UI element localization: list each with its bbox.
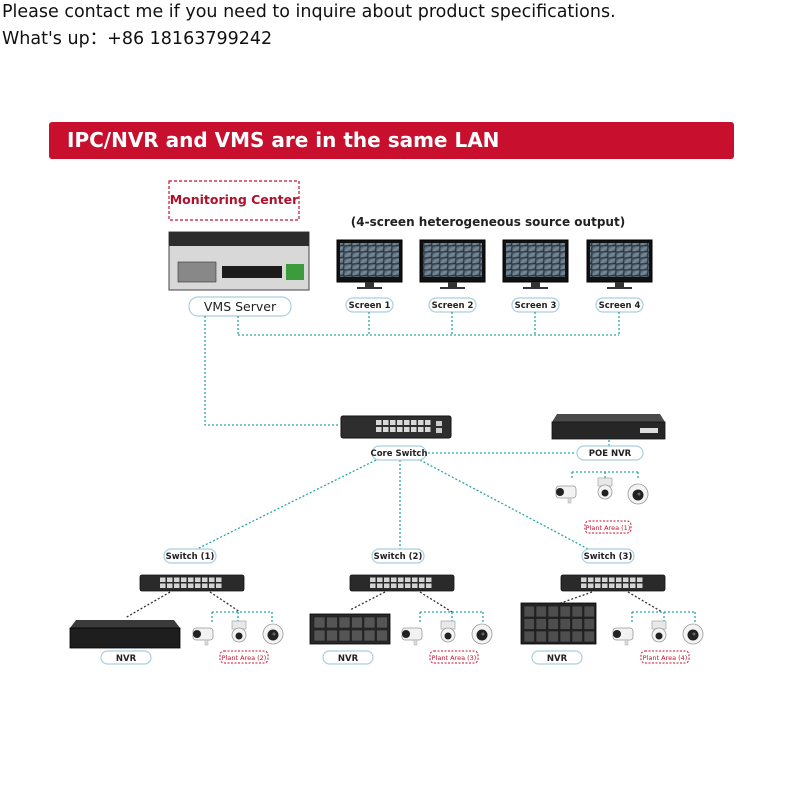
core-switch-label: Core Switch	[370, 449, 427, 459]
switch-2-label: Switch (2)	[374, 552, 423, 562]
nvr-3-device	[520, 602, 597, 645]
plant-area-4-box	[640, 650, 690, 664]
core-switch-device	[340, 415, 452, 439]
nvr-1-pill	[100, 650, 152, 665]
nvr-2-device	[309, 613, 391, 645]
header-line-1: Please contact me if you need to inquire…	[2, 2, 616, 22]
nvr-1-label: NVR	[116, 654, 137, 664]
screen-3-label: Screen 3	[515, 301, 557, 311]
vms-server-pill	[188, 296, 292, 317]
monitoring-center-box	[168, 180, 300, 221]
switch-3-label: Switch (3)	[584, 552, 633, 562]
plant-area-3-box	[429, 650, 479, 664]
switch-1-device	[139, 574, 245, 592]
screen-4-display	[590, 243, 649, 277]
switch-1-label: Switch (1)	[166, 552, 215, 562]
screen-4: Screen 4	[586, 239, 653, 313]
switch-2-device	[349, 574, 455, 592]
plant-area-3-cameras	[401, 620, 493, 646]
vms-server-device	[168, 231, 310, 291]
plant-area-1-cameras	[555, 477, 649, 505]
poe-nvr-pill	[576, 445, 644, 461]
poe-nvr-device	[551, 414, 666, 440]
plant-area-4-label: Plant Area (4)	[643, 654, 688, 662]
poe-nvr-label: POE NVR	[589, 449, 632, 459]
switch-group-3: Switch (3) NVR Plant Area (4)	[520, 548, 704, 665]
switch-group-2: Switch (2) NVR Plant Area (3)	[309, 548, 493, 665]
screens-caption: (4-screen heterogeneous source output)	[351, 215, 625, 229]
plant-area-2-label: Plant Area (2)	[222, 654, 267, 662]
header-line-2: What's up：+86 18163799242	[2, 29, 273, 49]
screen-2-label: Screen 2	[432, 301, 474, 311]
switch-3-device	[560, 574, 666, 592]
nvr-3-pill	[531, 650, 583, 665]
nvr-3-label: NVR	[547, 654, 568, 664]
plant-area-2-box	[219, 650, 269, 664]
screen-1-display	[340, 243, 399, 277]
switch-group-1: Switch (1) NVR Plant Area (2)	[69, 548, 284, 665]
plant-area-4-cameras	[612, 620, 704, 646]
switch-2-pill	[371, 548, 425, 564]
plant-area-1-box	[584, 520, 632, 534]
switch-1-pill	[163, 548, 217, 564]
nvr-1-device	[69, 620, 181, 649]
core-switch-pill	[371, 445, 427, 461]
plant-area-2-cameras	[192, 620, 284, 646]
screen-1-label: Screen 1	[349, 301, 391, 311]
banner-title: IPC/NVR and VMS are in the same LAN	[49, 122, 734, 159]
nvr-2-pill	[322, 650, 374, 665]
nvr-2-label: NVR	[338, 654, 359, 664]
vms-server-label: VMS Server	[204, 299, 277, 314]
screen-2: Screen 2	[419, 239, 486, 313]
plant-area-3-label: Plant Area (3)	[432, 654, 477, 662]
screen-3: Screen 3	[502, 239, 569, 313]
screen-4-label: Screen 4	[599, 301, 641, 311]
switch-3-pill	[581, 548, 635, 564]
screen-1: Screen 1	[336, 239, 403, 313]
screen-2-display	[423, 243, 482, 277]
plant-area-1-label: Plant Area (1)	[586, 524, 631, 532]
connection-lines	[124, 312, 696, 622]
monitoring-center-label: Monitoring Center	[170, 192, 299, 207]
screen-3-display	[506, 243, 565, 277]
